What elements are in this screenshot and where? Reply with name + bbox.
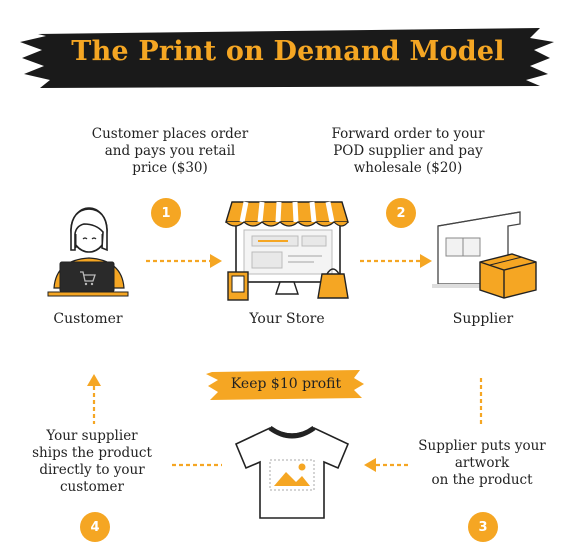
title-banner: [20, 28, 554, 88]
step-1-badge: 1: [151, 198, 181, 228]
tshirt-illustration: [234, 425, 350, 519]
customer-label: Customer: [53, 311, 123, 327]
arrow-customer-to-store: [146, 254, 222, 268]
step-3-text: Supplier puts your artwork on the produc…: [418, 438, 546, 488]
arrow-supplier-down: [479, 378, 483, 424]
store-illustration: [225, 201, 349, 301]
step-3-badge: 3: [468, 512, 498, 542]
arrow-store-to-supplier: [360, 254, 432, 268]
arrow-up-to-customer: [87, 374, 101, 424]
customer-illustration: [47, 207, 129, 297]
supplier-illustration: [432, 211, 537, 299]
profit-banner: [206, 370, 364, 400]
line-shirt-to-step4: [172, 463, 222, 467]
step-4-text: Your supplier ships the product directly…: [32, 428, 152, 495]
page-title: The Print on Demand Model: [71, 36, 505, 67]
step-2-text: Forward order to your POD supplier and p…: [331, 126, 485, 176]
store-label: Your Store: [249, 311, 325, 327]
step-2-badge: 2: [386, 198, 416, 228]
arrow-to-shirt: [364, 458, 408, 472]
profit-text: Keep $10 profit: [230, 376, 342, 392]
step-4-badge: 4: [80, 512, 110, 542]
step-1-text: Customer places order and pays you retai…: [91, 126, 249, 176]
supplier-label: Supplier: [452, 311, 514, 327]
